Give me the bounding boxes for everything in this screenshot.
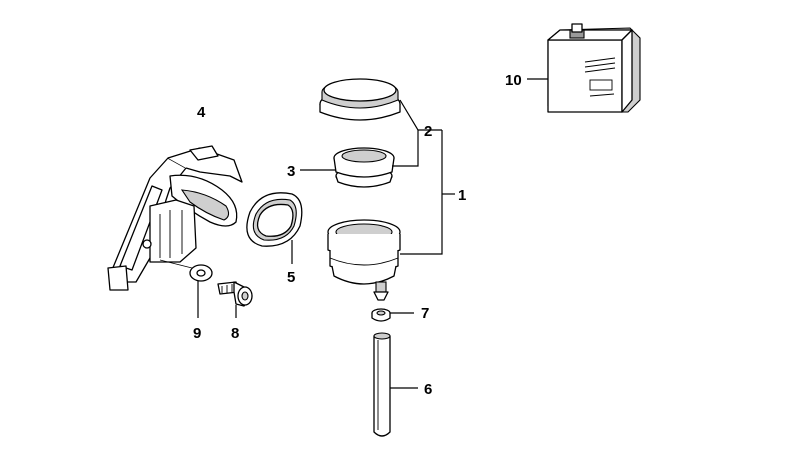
part-5-gasket: [246, 192, 303, 247]
callout-8: 8: [231, 325, 239, 342]
callout-2: 2: [424, 123, 432, 140]
callout-10: 10: [505, 72, 522, 89]
callout-9: 9: [193, 325, 201, 342]
part-7-nut: [371, 308, 391, 322]
part-10-fluid-can: [547, 23, 641, 113]
part-3-seal: [333, 147, 395, 188]
leader-2-seal: [392, 130, 419, 167]
part-4-bracket: [107, 145, 243, 291]
part-1-reservoir: [327, 219, 401, 301]
part-2-reservoir-cap: [319, 78, 401, 121]
callout-4: 4: [197, 104, 206, 121]
part-6-hose: [373, 332, 391, 437]
leader-2-cap: [399, 99, 442, 131]
part-8-bolt: [217, 281, 253, 307]
callout-6: 6: [424, 381, 432, 398]
callout-1: 1: [458, 187, 466, 204]
leader-1-body: [400, 130, 443, 255]
callout-7: 7: [421, 305, 429, 322]
callout-3: 3: [287, 163, 295, 180]
part-9-washer: [189, 264, 213, 282]
callout-5: 5: [287, 269, 295, 286]
